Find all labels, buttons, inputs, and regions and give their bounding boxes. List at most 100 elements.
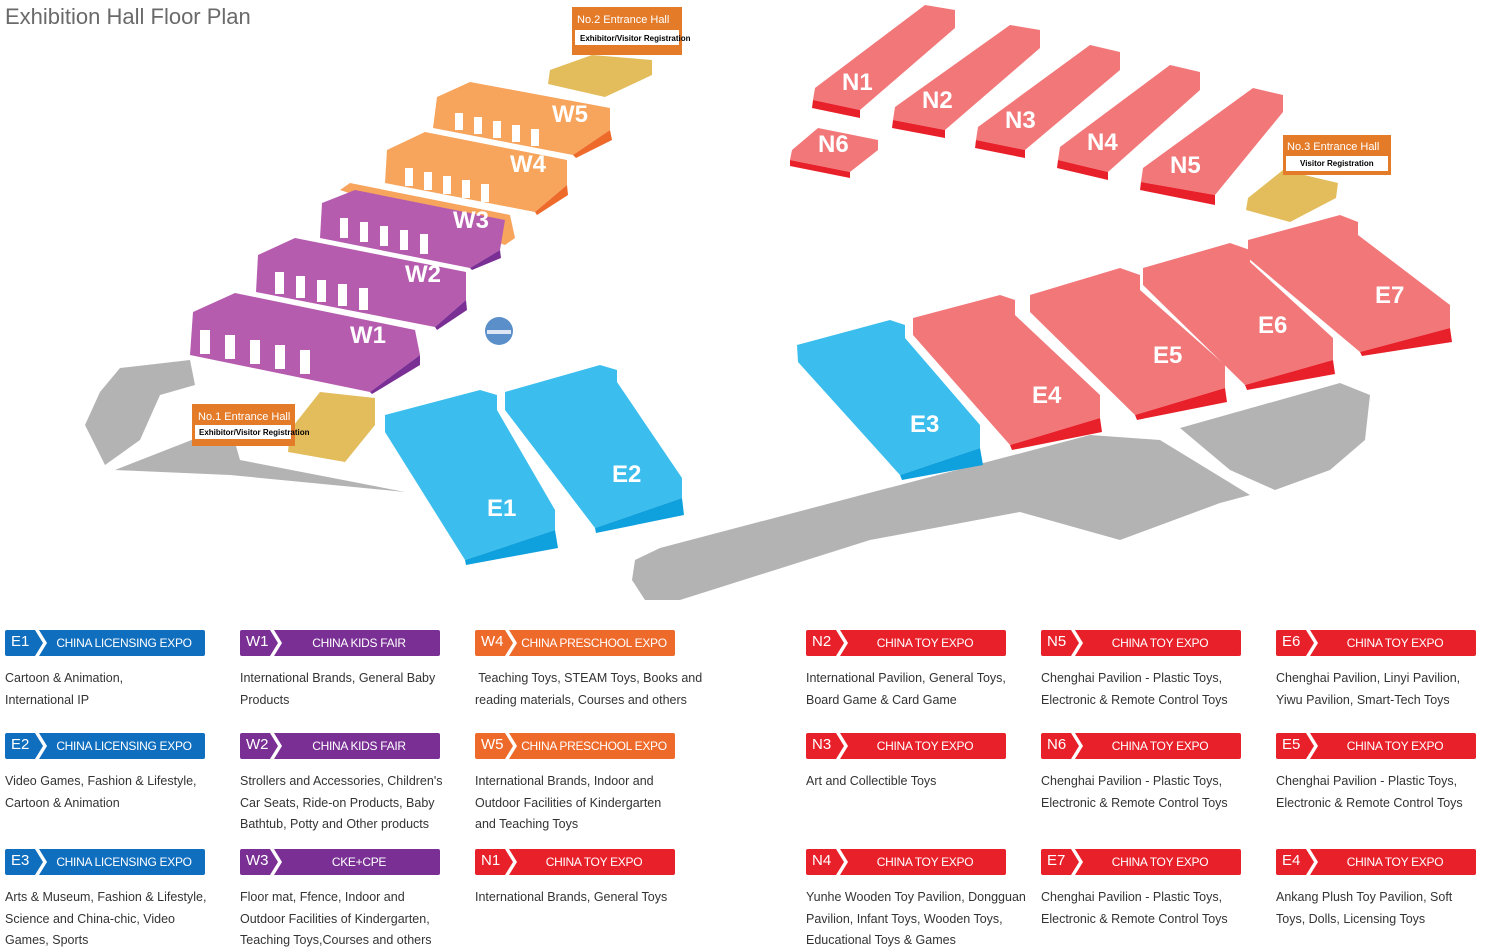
legend-description-line: Video Games, Fashion & Lifestyle, xyxy=(5,774,197,788)
legend-hall-code: E1 xyxy=(11,633,30,650)
legend-badge-divider xyxy=(505,849,517,875)
legend-badge: W3 CKE+CPE xyxy=(240,849,440,875)
legend-hall-code: N5 xyxy=(1047,633,1067,650)
hall-e7[interactable]: E7 xyxy=(1248,215,1452,356)
legend-card-n4: N4 CHINA TOY EXPO Yunhe Wooden Toy Pavil… xyxy=(806,849,1026,952)
legend-badge-divider xyxy=(836,733,848,759)
legend-badge-divider xyxy=(836,630,848,656)
entrance-hall-3[interactable]: No.3 Entrance Hall Visitor Registration xyxy=(1246,135,1391,222)
hall-w5[interactable]: W5 xyxy=(433,82,612,158)
page-title: Exhibition Hall Floor Plan xyxy=(5,4,251,29)
hall-w3[interactable]: W3 xyxy=(320,183,515,270)
legend-badge: N3 CHINA TOY EXPO xyxy=(806,733,1006,759)
legend-card-n1: N1 CHINA TOY EXPO International Brands, … xyxy=(475,849,680,909)
legend-description-line: Teaching Toys, STEAM Toys, Books and xyxy=(475,671,703,685)
legend-description-line: Electronic & Remote Control Toys xyxy=(1041,692,1228,707)
legend-hall-code: N3 xyxy=(812,736,832,753)
hall-n6[interactable]: N6 xyxy=(790,128,878,178)
legend-hall-code: E3 xyxy=(11,852,30,869)
legend-description-line: Educational Toys & Games xyxy=(806,933,956,947)
legend-description-line: Teaching Toys,Courses and others xyxy=(240,933,432,947)
legend-expo-name: CHINA TOY EXPO xyxy=(1346,855,1444,869)
legend-description-line: Chenghai Pavilion - Plastic Toys, xyxy=(1041,890,1223,904)
legend-description: Chenghai Pavilion - Plastic Toys,Electro… xyxy=(1041,771,1246,814)
legend-badge: W2 CHINA KIDS FAIR xyxy=(240,733,440,759)
legend-description-line: Outdoor Facilities of Kindergarten xyxy=(475,795,662,810)
hall-n3[interactable]: N3 xyxy=(975,45,1120,158)
hall-w3-label: W3 xyxy=(453,207,489,234)
hall-e5[interactable]: E5 xyxy=(1030,268,1227,420)
legend-expo-name: CHINA PRESCHOOL EXPO xyxy=(521,739,667,753)
legend-badge-divider xyxy=(1071,630,1083,656)
legend-badge-divider xyxy=(35,849,47,875)
legend-description-line: Electronic & Remote Control Toys xyxy=(1041,911,1228,926)
legend-hall-code: W2 xyxy=(246,736,269,753)
hall-n3-label: N3 xyxy=(1005,107,1036,134)
entrance-hall-2[interactable]: No.2 Entrance Hall Exhibitor/Visitor Reg… xyxy=(548,7,691,97)
hall-e6[interactable]: E6 xyxy=(1143,243,1335,390)
legend-expo-name: CHINA TOY EXPO xyxy=(545,855,643,869)
hall-e1[interactable]: E1 xyxy=(385,390,558,565)
hall-n5-label: N5 xyxy=(1170,152,1201,179)
hall-w4[interactable]: W4 xyxy=(385,132,568,215)
hall-n2[interactable]: N2 xyxy=(892,25,1040,138)
entrance-hall-1[interactable]: No.1 Entrance Hall Exhibitor/Visitor Reg… xyxy=(192,392,375,462)
legend-description-line: Electronic & Remote Control Toys xyxy=(1276,795,1463,810)
legend-description-line: Bathtub, Potty and Other products xyxy=(240,817,430,831)
legend-expo-name: CHINA TOY EXPO xyxy=(876,855,974,869)
legend-badge-divider xyxy=(35,630,47,656)
legend-description: International Brands, General Toys xyxy=(475,887,680,909)
legend-description-line: Chenghai Pavilion - Plastic Toys, xyxy=(1276,774,1458,788)
legend-description-line: Yunhe Wooden Toy Pavilion, Dongguan xyxy=(806,890,1026,904)
hall-w2-label: W2 xyxy=(405,261,441,288)
floor-plan-map: W5 W4 W3 W2 W1 No.1 Entrance Hall Exhibi… xyxy=(85,5,1452,600)
legend-card-n2: N2 CHINA TOY EXPO International Pavilion… xyxy=(806,630,1011,711)
legend-description-line: Toys, Dolls, Licensing Toys xyxy=(1276,911,1426,926)
legend-badge: E5 CHINA TOY EXPO xyxy=(1276,733,1476,759)
legend-card-n6: N6 CHINA TOY EXPO Chenghai Pavilion - Pl… xyxy=(1041,733,1246,814)
legend-description: Chenghai Pavilion, Linyi Pavilion,Yiwu P… xyxy=(1276,668,1481,711)
hall-e4[interactable]: E4 xyxy=(913,295,1102,450)
legend-badge-divider xyxy=(1306,630,1318,656)
legend-badge-divider xyxy=(505,733,517,759)
legend-hall-code: E6 xyxy=(1282,633,1301,650)
entrance-1-subtitle: Exhibitor/Visitor Registration xyxy=(199,428,310,437)
legend-description-line: reading materials, Courses and others xyxy=(475,692,687,707)
legend-expo-name: CHINA PRESCHOOL EXPO xyxy=(521,636,667,650)
legend-description-line: Products xyxy=(240,692,290,707)
legend-expo-name: CHINA TOY EXPO xyxy=(1346,636,1444,650)
legend-description-line: Board Game & Card Game xyxy=(806,692,957,707)
hall-n4[interactable]: N4 xyxy=(1057,65,1200,180)
legend-expo-name: CHINA TOY EXPO xyxy=(876,636,974,650)
legend-badge: N2 CHINA TOY EXPO xyxy=(806,630,1006,656)
hall-w2[interactable]: W2 xyxy=(256,238,467,330)
legend-expo-name: CHINA LICENSING EXPO xyxy=(56,855,192,869)
hall-e1-label: E1 xyxy=(487,495,516,522)
legend-expo-name: CHINA TOY EXPO xyxy=(1111,855,1209,869)
legend-badge: N1 CHINA TOY EXPO xyxy=(475,849,675,875)
legend-description: Chenghai Pavilion - Plastic Toys, Electro… xyxy=(1041,887,1246,930)
legend-description-line: International Brands, Indoor and xyxy=(475,774,654,788)
legend-card-e7: E7 CHINA TOY EXPO Chenghai Pavilion - Pl… xyxy=(1041,849,1246,930)
hall-n5[interactable]: N5 xyxy=(1140,88,1283,205)
legend-description: Chenghai Pavilion - Plastic Toys, Electro… xyxy=(1276,771,1481,814)
legend-description-line: Art and Collectible Toys xyxy=(806,774,937,788)
legend-badge: W1 CHINA KIDS FAIR xyxy=(240,630,440,656)
hall-e2[interactable]: E2 xyxy=(505,365,684,533)
legend-badge: N4 CHINA TOY EXPO xyxy=(806,849,1006,875)
legend-card-e3: E3 CHINA LICENSING EXPO Arts & Museum, F… xyxy=(5,849,210,952)
hall-n1[interactable]: N1 xyxy=(812,5,955,118)
legend-description-line: Science and China-chic, Video xyxy=(5,911,176,926)
legend-badge-divider xyxy=(505,630,517,656)
legend-badge-divider xyxy=(1306,849,1318,875)
legend-badge: E3 CHINA LICENSING EXPO xyxy=(5,849,205,875)
legend-hall-code: W4 xyxy=(481,633,504,650)
hall-w1[interactable]: W1 xyxy=(190,293,420,394)
legend-description: Video Games, Fashion & Lifestyle,Cartoon… xyxy=(5,771,210,814)
hall-e3[interactable]: E3 xyxy=(797,320,983,480)
legend-expo-name: CHINA TOY EXPO xyxy=(1111,636,1209,650)
legend-card-w5: W5 CHINA PRESCHOOL EXPO International Br… xyxy=(475,733,680,836)
